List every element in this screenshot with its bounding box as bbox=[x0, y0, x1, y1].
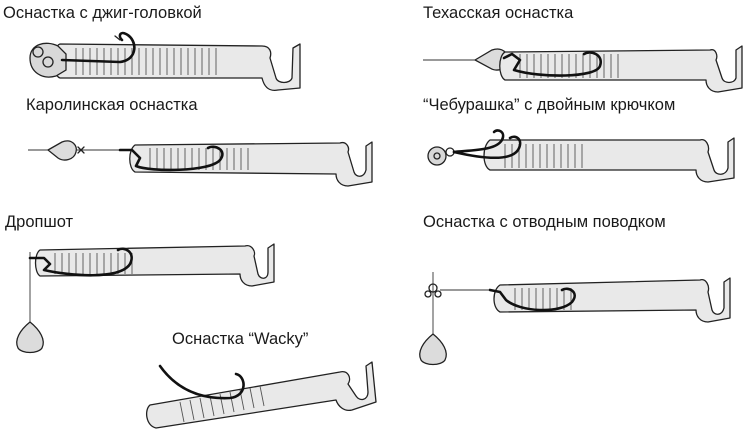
offset-hook bbox=[28, 247, 133, 277]
weight-eye bbox=[433, 152, 441, 160]
double-hook-1 bbox=[452, 135, 522, 160]
hook bbox=[158, 364, 245, 400]
bait-ribs bbox=[75, 48, 217, 75]
jig-eye-2 bbox=[42, 56, 54, 68]
offset-hook bbox=[488, 287, 576, 312]
sinker bbox=[419, 333, 447, 366]
bait-ribs bbox=[514, 288, 572, 310]
texas-rig-title: Техасская оснастка bbox=[423, 4, 574, 22]
swivel bbox=[77, 146, 85, 154]
soft-bait-body bbox=[483, 137, 735, 183]
jig-eye bbox=[32, 46, 44, 58]
jig-head-rig-title: Оснастка с джиг-головкой bbox=[3, 4, 202, 22]
offset-hook bbox=[118, 145, 224, 172]
swivel bbox=[424, 283, 442, 298]
cheburashka-weight bbox=[427, 146, 447, 166]
offset-leader-rig-title: Оснастка с отводным поводком bbox=[423, 213, 666, 231]
carolina-rig-title: Каролинская оснастка bbox=[26, 96, 198, 114]
cheburashka-rig-title: “Чебурашка” с двойным крючком bbox=[423, 96, 676, 114]
soft-bait-body bbox=[129, 141, 373, 187]
sinker bbox=[46, 140, 78, 161]
dropshot-rig-title: Дропшот bbox=[5, 213, 74, 231]
dropshot-weight bbox=[16, 321, 44, 354]
soft-bait-body bbox=[34, 243, 275, 287]
soft-bait-body bbox=[499, 45, 743, 93]
double-hook-2 bbox=[452, 129, 505, 154]
soft-bait-body bbox=[493, 277, 731, 323]
soft-bait-body bbox=[145, 361, 377, 429]
offset-hook bbox=[502, 51, 602, 77]
hook bbox=[60, 31, 136, 64]
wacky-rig-title: Оснастка “Wacky” bbox=[172, 330, 309, 348]
